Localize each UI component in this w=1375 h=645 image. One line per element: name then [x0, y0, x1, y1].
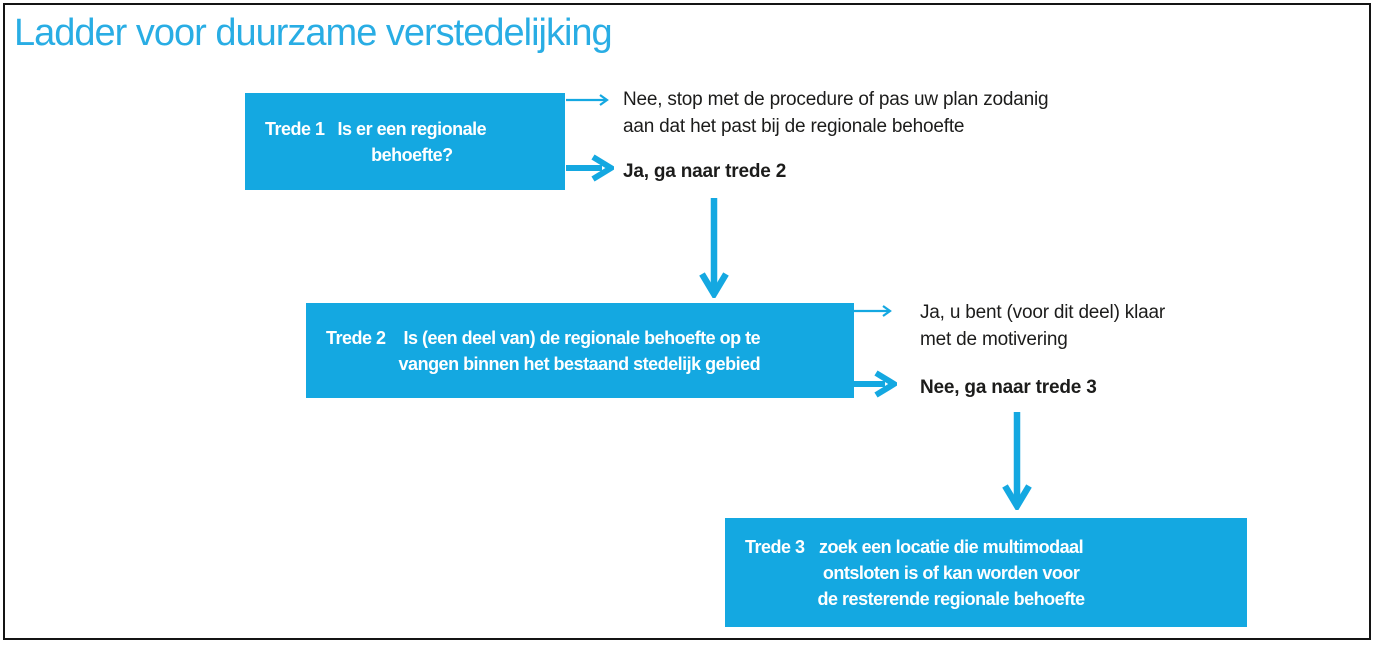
diagram-title: Ladder voor duurzame verstedelijking — [14, 12, 613, 54]
step-2-positive-line: met de motivering — [920, 329, 1068, 350]
arrow-down-icon — [1002, 412, 1032, 510]
arrow-right-thin-icon — [566, 93, 614, 107]
step-2-positive-line: Ja, u bent (voor dit deel) klaar — [920, 302, 1165, 323]
step-3-question-line: ontsloten is of kan worden voor — [822, 562, 1080, 583]
arrow-right-thin-icon — [849, 304, 897, 318]
arrow-down-icon — [699, 198, 729, 298]
step-1-label: Trede 1 — [265, 118, 325, 139]
step-2-box: Trede 2 Is (een deel van) de regionale b… — [306, 303, 854, 398]
step-1-box: Trede 1 Is er een regionale behoefte? — [245, 93, 565, 190]
step-3-label: Trede 3 — [745, 536, 805, 557]
step-3-question-line: zoek een locatie die multimodaal — [819, 536, 1084, 557]
step-2-question-line: Is (een deel van) de regionale behoefte … — [403, 327, 761, 348]
step-1-negative-text: Nee, stop met de procedure of pas uw pla… — [623, 86, 1049, 140]
step-3-box: Trede 3 zoek een locatie die multimodaal… — [725, 518, 1247, 627]
arrow-right-thick-icon — [849, 369, 897, 399]
step-2-positive-text: Ja, u bent (voor dit deel) klaar met de … — [920, 299, 1165, 353]
step-1-positive-text: Ja, ga naar trede 2 — [623, 161, 787, 182]
step-2-question-line: vangen binnen het bestaand stedelijk geb… — [398, 353, 761, 374]
step-1-negative-line: Nee, stop met de procedure of pas uw pla… — [623, 89, 1049, 110]
step-3-question-line: de resterende regionale behoefte — [817, 588, 1086, 609]
step-1-question-line: behoefte? — [371, 144, 453, 165]
step-2-label: Trede 2 — [326, 327, 386, 348]
step-2-question: Is (een deel van) de regionale behoefte … — [399, 325, 761, 377]
step-1-question: Is er een regionale behoefte? — [338, 116, 487, 168]
step-2-negative-text: Nee, ga naar trede 3 — [920, 377, 1097, 398]
arrow-right-thick-icon — [566, 153, 614, 183]
step-1-question-line: Is er een regionale — [337, 118, 487, 139]
step-3-question: zoek een locatie die multimodaal ontslot… — [817, 534, 1086, 612]
step-1-negative-line: aan dat het past bij de regionale behoef… — [623, 116, 965, 137]
